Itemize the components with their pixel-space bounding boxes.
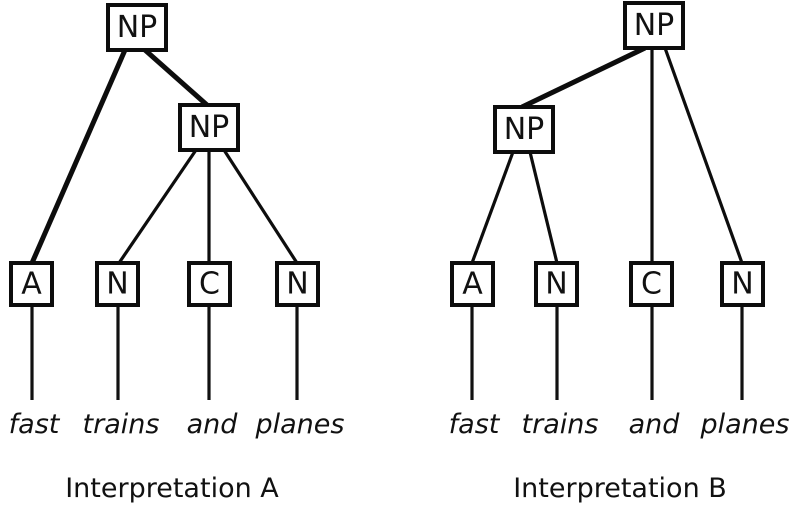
- node-label-b-pos-a: A: [462, 267, 483, 302]
- node-box-a-pos-n2[interactable]: [275, 261, 320, 307]
- node-box-a-root-np[interactable]: [106, 3, 168, 52]
- node-label-a-root-np: NP: [117, 10, 158, 45]
- node-box-b-pos-a[interactable]: [450, 261, 495, 307]
- node-label-a-inner-np: NP: [189, 110, 230, 145]
- node-box-a-inner-np[interactable]: [178, 103, 240, 152]
- node-label-a-pos-c: C: [199, 267, 220, 302]
- node-box-a-pos-n1[interactable]: [95, 261, 140, 307]
- tree-edge-b-inner-np-to-b-pos-a: [470, 151, 515, 264]
- panel-caption-interpretation-a: Interpretation A: [65, 473, 279, 504]
- panel-caption-interpretation-b: Interpretation B: [513, 473, 727, 504]
- leaf-word-a-word-fast: fast: [9, 409, 61, 440]
- leaf-word-a-word-planes: planes: [255, 409, 345, 440]
- node-box-b-pos-n2[interactable]: [720, 261, 765, 307]
- node-box-b-inner-np[interactable]: [493, 105, 555, 154]
- tree-edge-b-inner-np-to-b-pos-n1: [528, 151, 559, 264]
- leaf-word-b-word-trains: trains: [522, 409, 599, 440]
- tree-edge-b-root-np-to-b-pos-n2: [663, 47, 744, 264]
- node-box-a-pos-a[interactable]: [9, 261, 54, 307]
- leaf-word-a-word-and: and: [187, 409, 239, 440]
- tree-edge-b-root-np-to-b-inner-np: [520, 45, 647, 110]
- tree-edge-a-inner-np-to-a-pos-n2: [222, 149, 299, 264]
- tree-edge-a-root-np-to-a-inner-np: [143, 48, 209, 107]
- node-box-b-pos-c[interactable]: [629, 261, 674, 307]
- leaf-word-b-word-fast: fast: [449, 409, 501, 440]
- tree-edge-a-root-np-to-a-pos-a: [29, 48, 128, 265]
- node-box-a-pos-c[interactable]: [187, 261, 232, 307]
- node-label-b-pos-n1: N: [545, 267, 567, 302]
- node-box-b-root-np[interactable]: [623, 1, 685, 50]
- leaf-word-b-word-planes: planes: [700, 409, 790, 440]
- leaf-word-b-word-and: and: [629, 409, 681, 440]
- node-label-a-pos-n2: N: [286, 267, 308, 302]
- node-label-b-root-np: NP: [634, 8, 675, 43]
- node-box-b-pos-n1[interactable]: [534, 261, 579, 307]
- node-label-b-inner-np: NP: [504, 112, 545, 147]
- leaf-word-a-word-trains: trains: [83, 409, 160, 440]
- node-label-a-pos-a: A: [21, 267, 42, 302]
- node-label-b-pos-c: C: [641, 267, 662, 302]
- tree-edge-a-inner-np-to-a-pos-n1: [117, 149, 198, 264]
- node-label-a-pos-n1: N: [106, 267, 128, 302]
- node-label-b-pos-n2: N: [731, 267, 753, 302]
